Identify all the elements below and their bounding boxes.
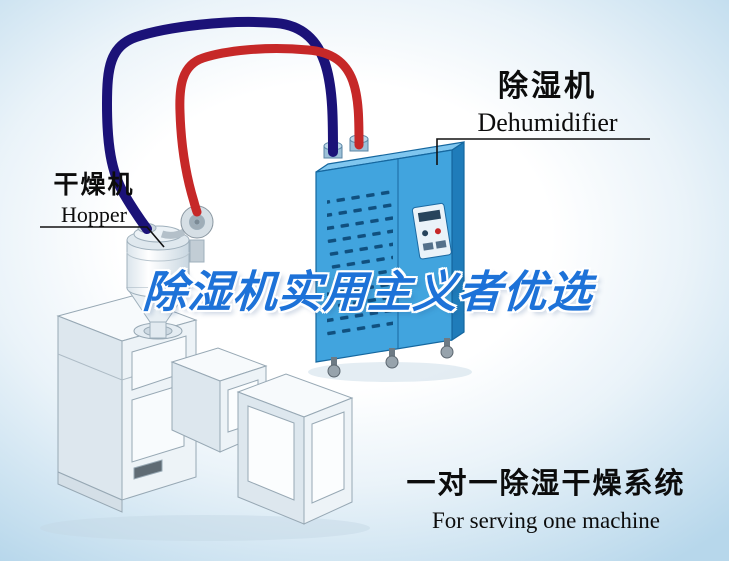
hopper-cylinder-bottom [126,287,190,298]
blower-center [193,218,201,226]
dehumidifier-shadow [308,362,472,382]
hopper-label-en: Hopper [61,201,127,227]
blower-stand [189,239,205,263]
dehumidifier-illustration [315,134,465,378]
dehumidifier-callout: 除湿机 Dehumidifier [440,70,655,138]
return-pipe [175,44,364,217]
system-caption: 一对一除湿干燥系统 For serving one machine [400,460,692,534]
extruder-shadow [40,515,370,541]
caster-wheel-right [440,345,454,359]
extruder-illustration [56,295,354,525]
extruder-cabinet-door-right [311,411,345,504]
watermark-slogan: 除湿机实用主义者优选 [141,268,595,317]
hopper-down-tube [149,321,167,339]
extruder-cabinet-door-left [247,405,295,501]
system-caption-en: For serving one machine [431,508,661,533]
extruder-base-plinth [57,471,123,513]
dehumidifier-label-zh: 除湿机 [498,70,597,103]
cabinet-vents [327,186,393,343]
dehumidifier-callout-line [436,138,650,165]
control-button-1 [422,230,429,237]
hopper-callout-line [40,226,165,248]
control-switch-1 [422,242,434,251]
caster-wheel-left [327,364,341,378]
control-display [417,209,442,223]
hopper-callout: 干燥机 Hopper [36,171,152,228]
extruder-tower-left-face [57,315,123,501]
extruder-tower-vent [133,459,163,480]
caster-stem-mid [389,348,395,357]
cabinet-casters [327,338,454,378]
supply-pipe [101,16,338,234]
cabinet-control-panel [411,202,452,260]
hopper-illustration [126,205,214,339]
control-button-2 [434,228,441,235]
blower-duct [160,228,186,239]
caster-stem-right [444,338,450,347]
caster-stem-left [331,357,337,366]
hopper-label-zh: 干燥机 [53,171,135,199]
system-caption-zh: 一对一除湿干燥系统 [406,468,686,500]
extruder-tower-panel-lower [131,383,185,463]
control-switch-2 [435,240,447,249]
dehumidifier-label-en: Dehumidifier [477,107,618,137]
hopper-seam [126,251,190,262]
caster-wheel-mid [385,355,399,369]
